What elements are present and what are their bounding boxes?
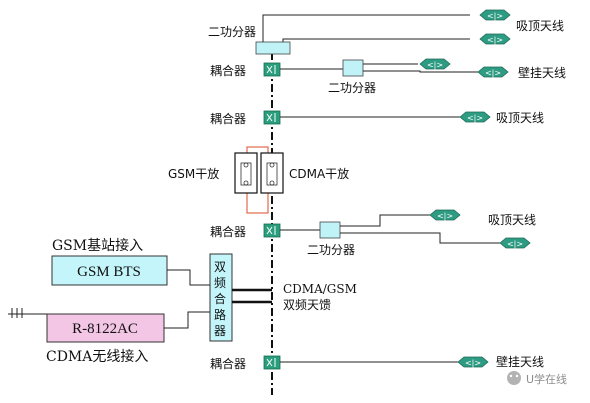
antenna-icon	[477, 66, 509, 78]
antenna-label-ceiling-3: 吸顶天线	[488, 213, 536, 227]
top-splitter: 二功分器	[208, 14, 470, 55]
antenna-label-wall-2: 壁挂天线	[496, 354, 544, 369]
combiner-char: 路	[214, 307, 226, 322]
splitter-label-2: 二功分器	[307, 243, 355, 257]
watermark: U学在线	[507, 371, 567, 386]
coupler-icon	[263, 355, 281, 370]
antenna-icon	[479, 9, 511, 21]
antenna-icon	[459, 111, 491, 123]
splitter-label-1: 二功分器	[328, 81, 376, 95]
splitter-box	[342, 59, 364, 77]
antenna-label-wall-1: 壁挂天线	[518, 65, 566, 80]
r8122ac-label: R-8122AC	[72, 321, 138, 337]
splitter-box	[319, 221, 341, 239]
antenna-icon	[419, 58, 451, 70]
feeder-label-1: CDMA/GSM	[283, 282, 357, 296]
coupler-label-4: 耦合器	[210, 356, 246, 371]
coupler-label-2: 耦合器	[210, 111, 246, 126]
gsm-amp-label: GSM干放	[168, 166, 219, 181]
combiner-char: 双	[214, 260, 226, 274]
combiner-char: 器	[214, 324, 226, 338]
top-splitter-label: 二功分器	[208, 25, 256, 39]
watermark-text: U学在线	[526, 372, 567, 386]
cdma-amp-label: CDMA干放	[289, 166, 349, 181]
gsm-access-label: GSM基站接入	[52, 237, 143, 254]
coupler-icon	[263, 110, 281, 125]
antenna-icon	[457, 356, 489, 368]
antenna-icon	[499, 237, 531, 249]
antenna-icon	[479, 33, 511, 45]
combiner-box	[209, 253, 233, 342]
cdma-access-label: CDMA无线接入	[46, 348, 148, 365]
combiner-char: 合	[214, 291, 226, 306]
coupler-label-3: 耦合器	[210, 224, 246, 239]
coupler-icon	[263, 62, 281, 77]
antenna-icon	[429, 209, 461, 221]
coupler-icon	[263, 223, 281, 238]
antenna-label-ceiling-1: 吸顶天线	[516, 19, 564, 33]
antenna-label-ceiling-2: 吸顶天线	[496, 111, 544, 125]
gsm-bts-label: GSM BTS	[77, 264, 141, 280]
combiner-char: 频	[214, 276, 226, 290]
feeder-label-2: 双频天馈	[283, 298, 331, 312]
gsm-bts-box	[51, 255, 168, 286]
coupler-label-1: 耦合器	[210, 63, 246, 78]
amplifier-group	[234, 146, 284, 214]
